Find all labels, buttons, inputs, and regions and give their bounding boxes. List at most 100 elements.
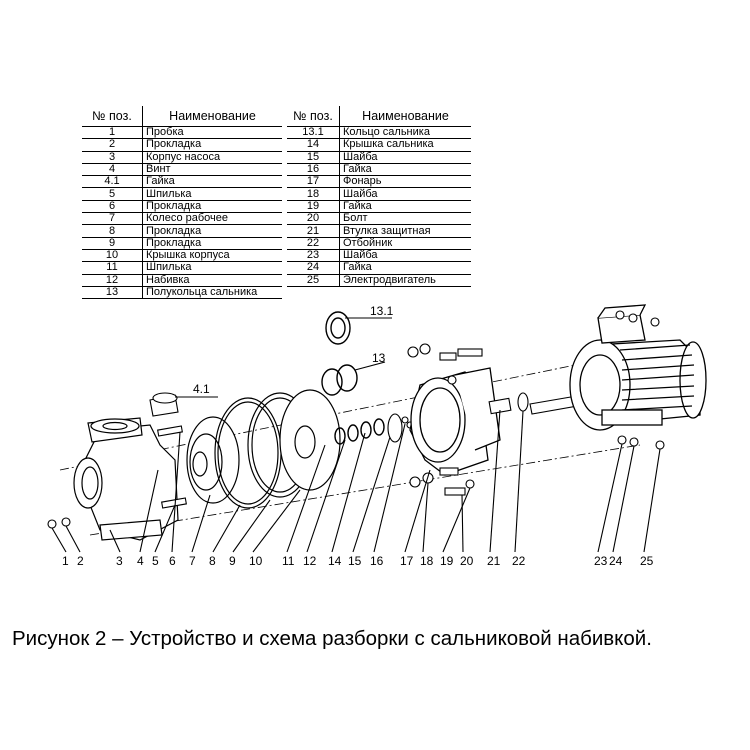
position-number: 10 <box>82 249 143 263</box>
part-name: Крышка корпуса <box>142 249 282 263</box>
studs <box>157 425 187 509</box>
position-number: 4 <box>82 163 143 177</box>
position-number: 1 <box>82 126 143 140</box>
position-number: 4.1 <box>82 175 143 189</box>
callout-22: 22 <box>512 554 526 568</box>
callout-18: 18 <box>420 554 434 568</box>
callout-17: 17 <box>400 554 414 568</box>
part-name: Болт <box>339 212 471 226</box>
gland-cover <box>387 413 414 443</box>
position-number: 2 <box>82 138 143 152</box>
callout-3: 3 <box>116 554 123 568</box>
position-number: 18 <box>287 187 340 201</box>
part-name: Гайка <box>339 163 471 177</box>
position-number: 7 <box>82 212 143 226</box>
callout-10: 10 <box>249 554 263 568</box>
callout-15: 15 <box>348 554 362 568</box>
callout-19: 19 <box>440 554 454 568</box>
callout-12: 12 <box>303 554 317 568</box>
callout-13: 13 <box>372 351 386 365</box>
part-name: Винт <box>142 163 282 177</box>
plug-and-gasket <box>47 517 71 529</box>
position-number: 22 <box>287 237 340 250</box>
part-name: Втулка защитная <box>339 224 471 238</box>
part-name: Прокладка <box>142 224 282 238</box>
position-number: 13.1 <box>287 126 340 140</box>
part-name: Прокладка <box>142 138 282 152</box>
electric-motor <box>569 304 707 431</box>
part-name: Фонарь <box>339 175 471 189</box>
part-name: Колесо рабочее <box>142 212 282 226</box>
callout-21: 21 <box>487 554 501 568</box>
part-name: Шайба <box>339 187 471 201</box>
figure-caption: Рисунок 2 – Устройство и схема разборки … <box>12 627 652 650</box>
position-number: 20 <box>287 212 340 226</box>
position-number: 6 <box>82 200 143 214</box>
position-number: 3 <box>82 151 143 164</box>
bolts <box>407 343 483 496</box>
position-number: 21 <box>287 224 340 238</box>
column-header-position: № поз. <box>287 106 340 127</box>
part-name: Набивка <box>142 274 282 287</box>
callout-4-1: 4.1 <box>193 382 210 396</box>
pump-housing <box>73 417 179 541</box>
callout-5: 5 <box>152 554 159 568</box>
part-name: Шпилька <box>142 261 282 275</box>
part-name: Полукольца сальника <box>142 286 282 300</box>
part-name: Прокладка <box>142 237 282 250</box>
lantern-bracket <box>409 367 501 476</box>
position-number: 23 <box>287 249 340 263</box>
impeller <box>186 416 240 504</box>
position-number: 17 <box>287 175 340 189</box>
part-name: Крышка сальника <box>339 138 471 152</box>
position-number: 11 <box>82 261 143 275</box>
position-number: 14 <box>287 138 340 152</box>
column-header-name: Наименование <box>339 106 471 127</box>
part-name: Электродвигатель <box>339 274 471 287</box>
part-name: Гайка <box>142 175 282 189</box>
part-name: Шайба <box>339 151 471 164</box>
position-number: 12 <box>82 274 143 287</box>
column-header-position: № поз. <box>82 106 143 127</box>
position-number: 15 <box>287 151 340 164</box>
column-header-name: Наименование <box>142 106 282 127</box>
callout-20: 20 <box>460 554 474 568</box>
part-name: Корпус насоса <box>142 151 282 164</box>
callout-2: 2 <box>77 554 84 568</box>
leader-lines <box>51 317 661 553</box>
callout-14: 14 <box>328 554 342 568</box>
position-number: 16 <box>287 163 340 177</box>
callout-1: 1 <box>62 554 69 568</box>
callout-25: 25 <box>640 554 654 568</box>
position-number: 13 <box>82 286 143 300</box>
position-number: 24 <box>287 261 340 275</box>
part-name: Кольцо сальника <box>339 126 471 140</box>
callout-24: 24 <box>609 554 623 568</box>
position-number: 25 <box>287 274 340 287</box>
